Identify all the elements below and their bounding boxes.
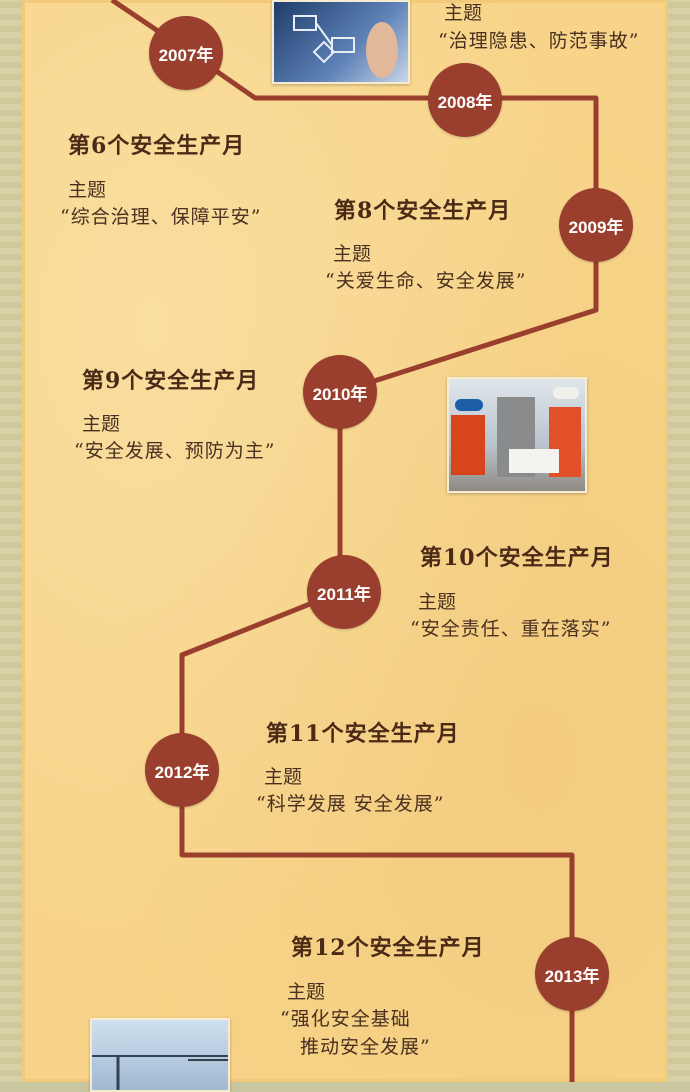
entry-theme-10: “安全责任、重在落实” <box>410 618 612 640</box>
entry-theme-6: “综合治理、保障平安” <box>60 206 262 228</box>
year-circle-2013: 2013年 <box>535 937 609 1011</box>
year-circle-2011: 2011年 <box>307 555 381 629</box>
entry-label-8: 主题 <box>333 243 372 265</box>
year-circle-2010: 2010年 <box>303 355 377 429</box>
entry-label-11: 主题 <box>264 766 303 788</box>
entry-theme-12-line2: 推动安全发展” <box>300 1036 431 1058</box>
flowchart-hand-photo <box>272 0 410 84</box>
year-circle-2012: 2012年 <box>145 733 219 807</box>
entry-heading-12: 第12个安全生产月 <box>285 930 499 962</box>
year-circle-2007: 2007年 <box>149 16 223 90</box>
paper-background <box>22 0 668 1082</box>
year-circle-2009: 2009年 <box>559 188 633 262</box>
entry-label-9: 主题 <box>82 413 121 435</box>
crane-photo <box>90 1018 230 1092</box>
year-circle-2008: 2008年 <box>428 63 502 137</box>
entry-2008-theme: “治理隐患、防范事故” <box>438 30 640 52</box>
entry-label-10: 主题 <box>418 591 457 613</box>
entry-theme-9: “安全发展、预防为主” <box>74 440 276 462</box>
entry-heading-8: 第8个安全生产月 <box>328 193 526 225</box>
entry-heading-6: 第6个安全生产月 <box>62 128 260 160</box>
entry-theme-8: “关爱生命、安全发展” <box>325 270 527 292</box>
paper-edge-right <box>668 0 690 1082</box>
entry-theme-12-line1: “强化安全基础 <box>280 1008 411 1030</box>
entry-heading-10: 第10个安全生产月 <box>414 540 628 572</box>
entry-label-6: 主题 <box>68 179 107 201</box>
entry-theme-11: “科学发展 安全发展” <box>256 793 445 815</box>
construction-workers-photo <box>447 377 587 493</box>
entry-2008-label: 主题 <box>444 2 483 24</box>
entry-label-12: 主题 <box>287 981 326 1003</box>
entry-heading-9: 第9个安全生产月 <box>76 363 274 395</box>
paper-edge-left <box>0 0 22 1082</box>
entry-heading-11: 第11个安全生产月 <box>260 716 474 748</box>
